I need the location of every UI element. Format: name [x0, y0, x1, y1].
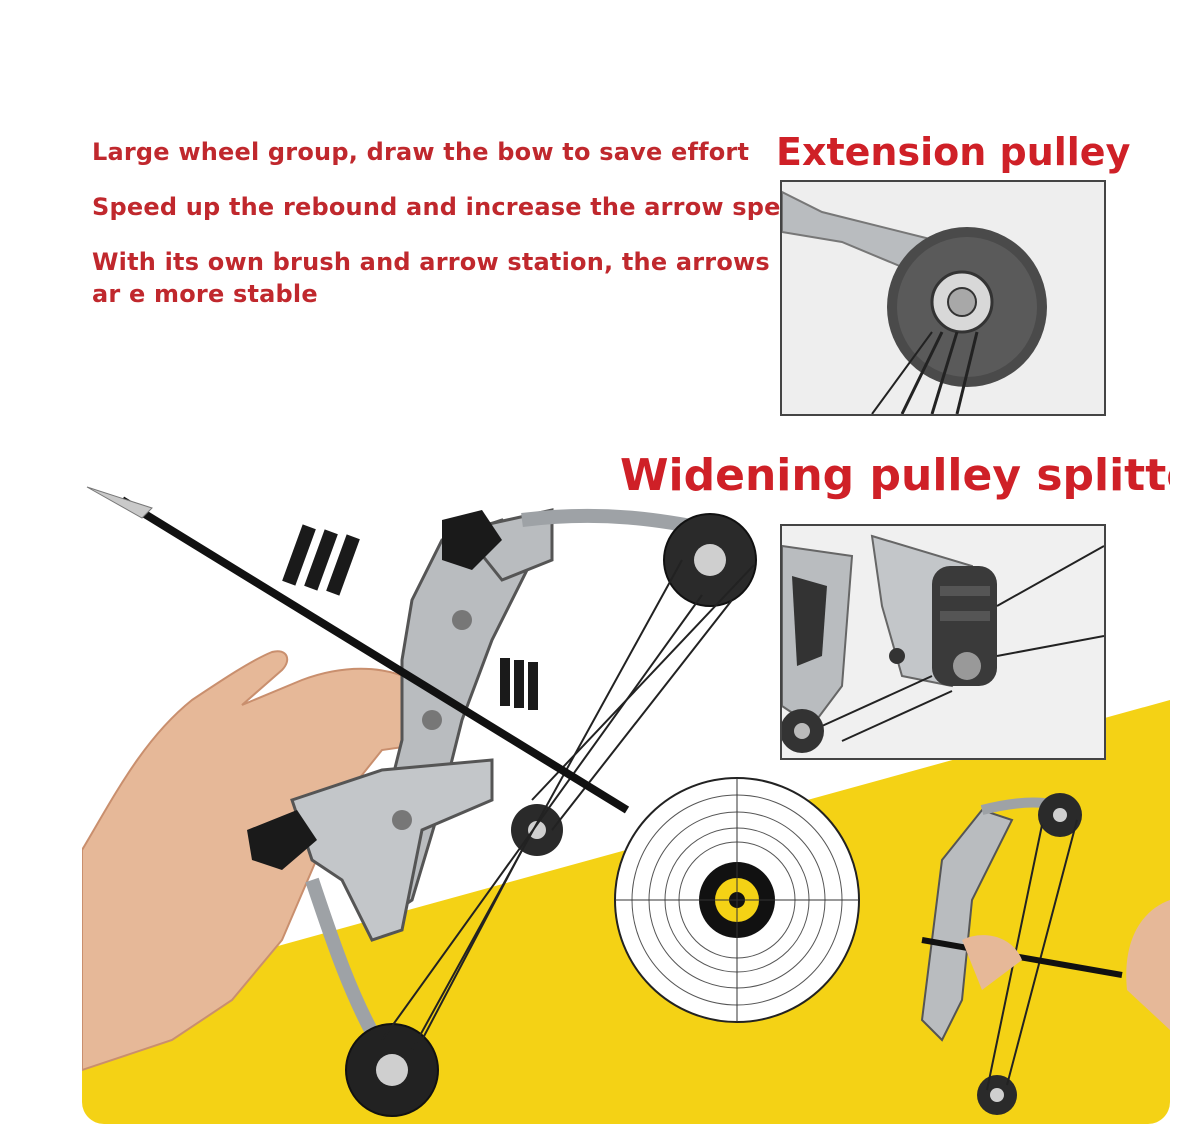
second-bow	[920, 793, 1170, 1115]
feature-line-2: Speed up the rebound and increase the ar…	[92, 193, 815, 221]
bow-strings	[381, 559, 755, 1051]
feature-line-3: With its own brush and arrow station, th…	[92, 248, 770, 308]
target-icon	[614, 777, 860, 1023]
arrow	[86, 486, 630, 814]
feature-line-1: Large wheel group, draw the bow to save …	[92, 138, 750, 166]
lower-cam	[247, 810, 317, 870]
upper-cam	[442, 510, 502, 570]
extension-pulley-heading: Extension pulley	[776, 130, 1131, 174]
product-card: Large wheel group, draw the bow to save …	[82, 40, 1170, 1124]
product-scene	[82, 486, 1170, 1124]
arrow-rest	[282, 524, 538, 710]
extension-pulley-inset	[780, 180, 1106, 416]
widening-pulley-inset	[780, 524, 1106, 760]
widening-pulley-heading: Widening pulley splitter	[620, 450, 1170, 501]
